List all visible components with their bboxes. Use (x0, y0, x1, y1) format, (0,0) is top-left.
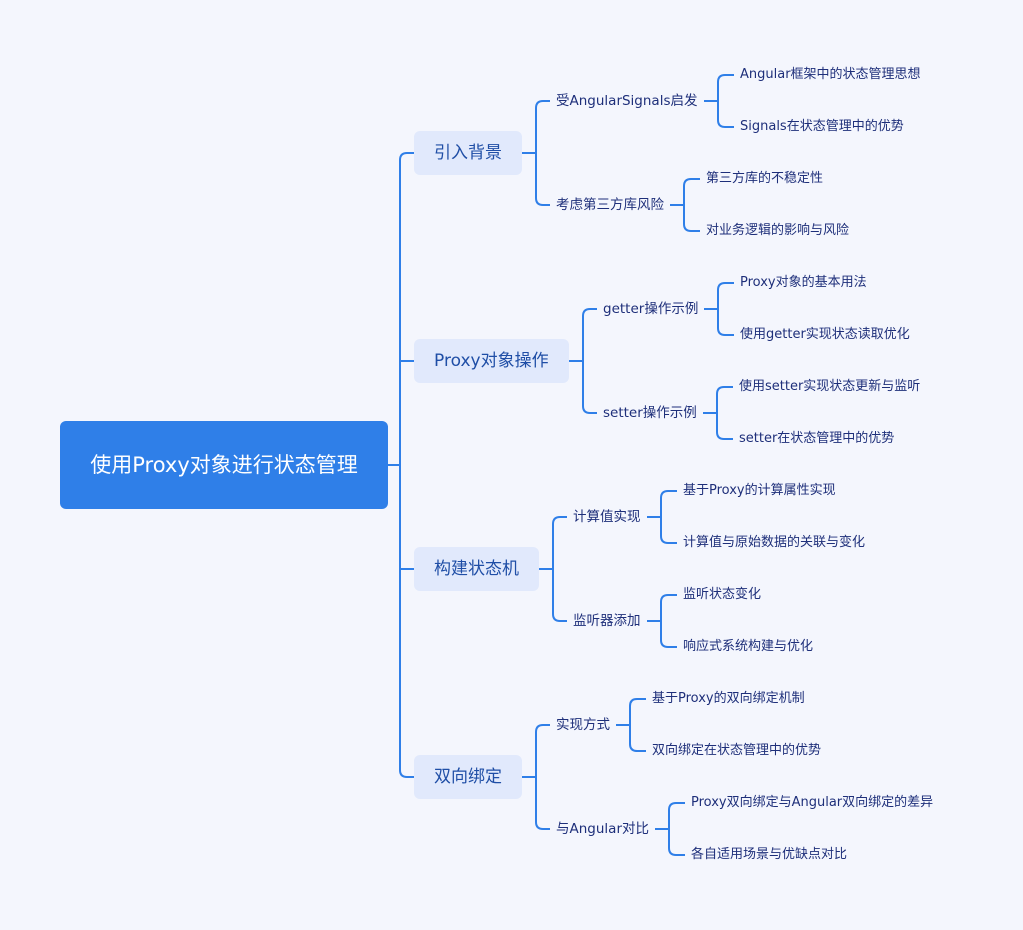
subtopic-node[interactable]: 受AngularSignals启发 (556, 93, 698, 109)
branch-node[interactable]: Proxy对象操作 (414, 339, 569, 383)
leaf-node[interactable]: Signals在状态管理中的优势 (740, 119, 904, 134)
leaf-node[interactable]: 对业务逻辑的影响与风险 (706, 223, 850, 238)
subtopic-node[interactable]: 实现方式 (556, 717, 610, 733)
subtopic-node[interactable]: setter操作示例 (603, 405, 697, 421)
subtopic-node[interactable]: 监听器添加 (573, 613, 641, 629)
leaf-node[interactable]: setter在状态管理中的优势 (739, 431, 895, 446)
subtopic-node[interactable]: 与Angular对比 (556, 821, 649, 837)
leaf-node[interactable]: 基于Proxy的计算属性实现 (683, 483, 836, 498)
connector (670, 178, 700, 232)
leaf-node[interactable]: Angular框架中的状态管理思想 (740, 67, 921, 82)
connector (703, 386, 733, 440)
subtopic-node[interactable]: 计算值实现 (573, 509, 641, 525)
root-label: 使用Proxy对象进行状态管理 (90, 453, 358, 477)
connector (522, 100, 550, 206)
root-node[interactable]: 使用Proxy对象进行状态管理 (60, 421, 388, 509)
connector (647, 490, 677, 544)
leaf-node[interactable]: Proxy双向绑定与Angular双向绑定的差异 (691, 795, 934, 810)
leaf-node[interactable]: 响应式系统构建与优化 (683, 639, 814, 654)
branch-node[interactable]: 构建状态机 (414, 547, 539, 591)
subtopic-node[interactable]: getter操作示例 (603, 301, 699, 317)
connector (704, 282, 734, 336)
subtopic-node[interactable]: 考虑第三方库风险 (556, 197, 664, 213)
connector (647, 594, 677, 648)
connector (388, 152, 414, 778)
connector (616, 698, 646, 752)
connector (704, 74, 734, 128)
leaf-node[interactable]: 各自适用场景与优缺点对比 (691, 847, 848, 862)
leaf-node[interactable]: 双向绑定在状态管理中的优势 (652, 743, 822, 758)
leaf-node[interactable]: 基于Proxy的双向绑定机制 (652, 691, 805, 706)
leaf-node[interactable]: 监听状态变化 (683, 587, 762, 602)
leaf-node[interactable]: 第三方库的不稳定性 (706, 171, 824, 186)
connector (655, 802, 685, 856)
connector (539, 516, 567, 622)
leaf-node[interactable]: 使用setter实现状态更新与监听 (739, 379, 921, 394)
leaf-node[interactable]: 计算值与原始数据的关联与变化 (683, 535, 866, 550)
leaf-node[interactable]: 使用getter实现状态读取优化 (740, 327, 910, 342)
branch-node[interactable]: 双向绑定 (414, 755, 522, 799)
branch-node[interactable]: 引入背景 (414, 131, 522, 175)
leaf-node[interactable]: Proxy对象的基本用法 (740, 275, 867, 290)
connector (569, 308, 597, 414)
connector (522, 724, 550, 830)
